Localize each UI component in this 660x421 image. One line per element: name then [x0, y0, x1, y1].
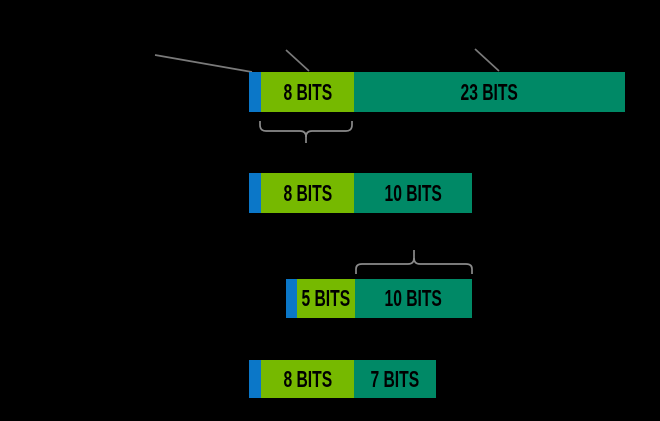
- range-brace-down: [305, 121, 353, 138]
- mantissa-callout-line: [474, 48, 500, 72]
- sign-bit-segment: [286, 279, 297, 318]
- bit-format-bar-3: 5 BITS 10 BITS: [286, 279, 472, 318]
- mantissa-segment: 7 BITS: [354, 360, 436, 398]
- precision-brace-up: [413, 257, 473, 274]
- sign-bit-segment: [249, 72, 261, 112]
- mantissa-segment: 23 BITS: [354, 72, 625, 112]
- exponent-callout-line: [285, 49, 310, 72]
- mantissa-segment: 10 BITS: [354, 173, 472, 213]
- bit-format-bar-1: 8 BITS 23 BITS: [249, 72, 625, 112]
- exponent-segment: 8 BITS: [261, 360, 354, 398]
- range-brace-down: [259, 121, 307, 143]
- sign-callout-line: [154, 54, 253, 73]
- bit-format-bar-2: 8 BITS 10 BITS: [249, 173, 472, 213]
- mantissa-bits-label: 10 BITS: [384, 179, 442, 206]
- mantissa-segment: 10 BITS: [355, 279, 472, 318]
- exponent-bits-label: 8 BITS: [283, 78, 332, 105]
- exponent-bits-label: 8 BITS: [283, 365, 332, 392]
- exponent-segment: 5 BITS: [297, 279, 355, 318]
- sign-bit-segment: [249, 360, 261, 398]
- exponent-segment: 8 BITS: [261, 173, 354, 213]
- exponent-bits-label: 5 BITS: [301, 285, 351, 311]
- sign-bit-segment: [249, 173, 261, 213]
- bit-format-bar-4: 8 BITS 7 BITS: [249, 360, 436, 398]
- exponent-segment: 8 BITS: [261, 72, 354, 112]
- mantissa-bits-label: 23 BITS: [460, 78, 519, 105]
- precision-brace-up: [355, 250, 415, 274]
- mantissa-bits-label: 7 BITS: [370, 365, 420, 392]
- mantissa-bits-label: 10 BITS: [384, 285, 443, 311]
- exponent-bits-label: 8 BITS: [283, 179, 332, 206]
